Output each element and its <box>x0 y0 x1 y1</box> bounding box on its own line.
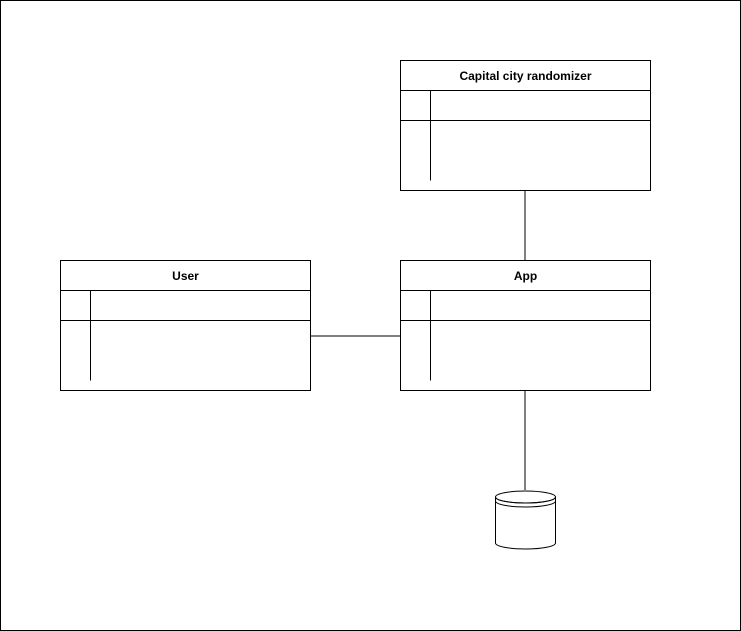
entity-user[interactable]: User <box>60 260 311 391</box>
entity-box <box>400 60 651 191</box>
database-rim <box>495 500 556 508</box>
connectors <box>310 190 526 490</box>
entity-title: User <box>172 269 199 283</box>
entity-box <box>60 260 311 391</box>
entity-title: App <box>514 269 537 283</box>
entity-app[interactable]: App <box>400 260 651 391</box>
database-top-inner <box>495 496 556 504</box>
entity-title: Capital city randomizer <box>459 69 591 83</box>
database-cylinder[interactable] <box>495 490 556 550</box>
entity-capital-city-randomizer[interactable]: Capital city randomizer <box>400 60 651 191</box>
database-body <box>495 497 556 550</box>
entity-box <box>400 260 651 391</box>
